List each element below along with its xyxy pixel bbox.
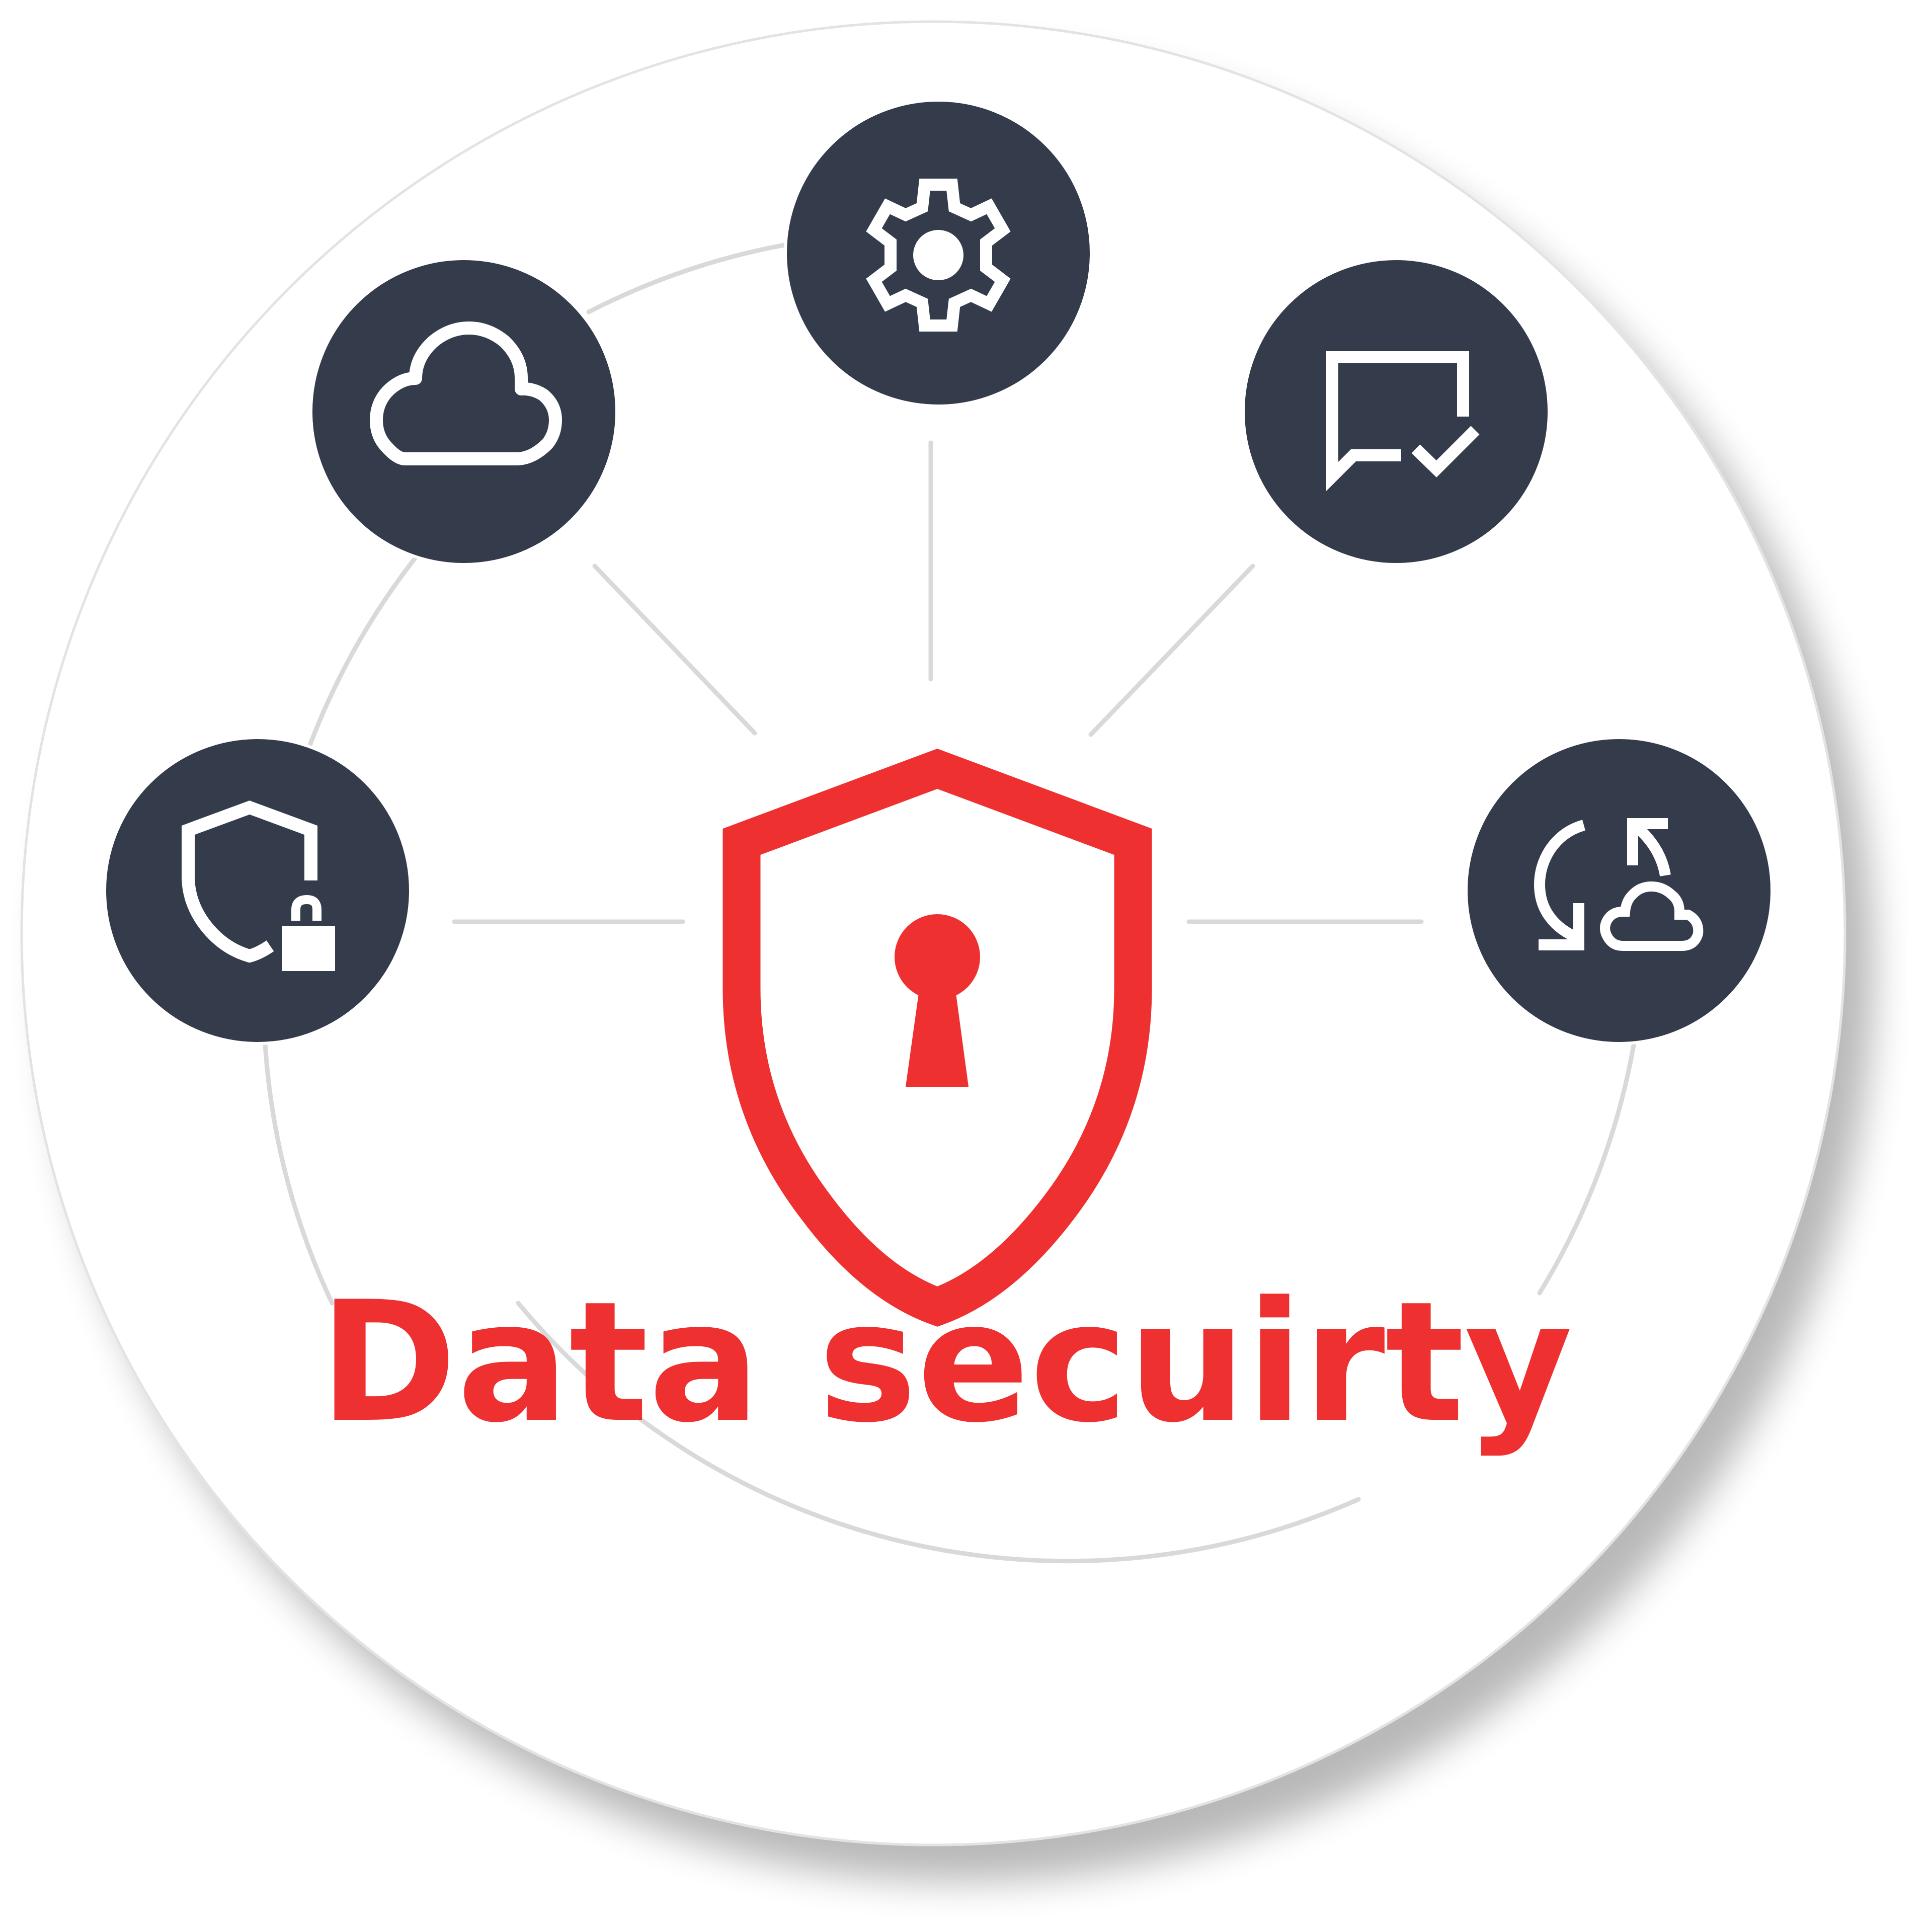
spoke-connectors xyxy=(452,440,1424,924)
spoke-upper-right xyxy=(1088,564,1255,737)
node-cloud-sync xyxy=(1465,736,1774,1045)
diagram-title: Data secuirty xyxy=(319,1266,1572,1459)
cloud-icon xyxy=(370,321,562,465)
node-settings xyxy=(784,99,1093,408)
lock-body xyxy=(282,926,335,971)
keyhole-stem xyxy=(906,979,969,1087)
message-check-icon xyxy=(1326,351,1480,491)
shield-lock-icon xyxy=(182,800,317,963)
gear-icon xyxy=(866,179,1011,332)
cloud-sync-icon xyxy=(1534,818,1704,951)
shield-keyhole-icon xyxy=(722,748,1152,1327)
center-shield-outline xyxy=(722,748,1152,1327)
node-cloud xyxy=(309,257,618,566)
keyhole-head xyxy=(895,914,980,1000)
node-shield-lock xyxy=(103,736,412,1045)
lock-shackle xyxy=(291,895,321,921)
spoke-upper-left xyxy=(592,564,757,736)
node-message-check xyxy=(1242,257,1551,566)
